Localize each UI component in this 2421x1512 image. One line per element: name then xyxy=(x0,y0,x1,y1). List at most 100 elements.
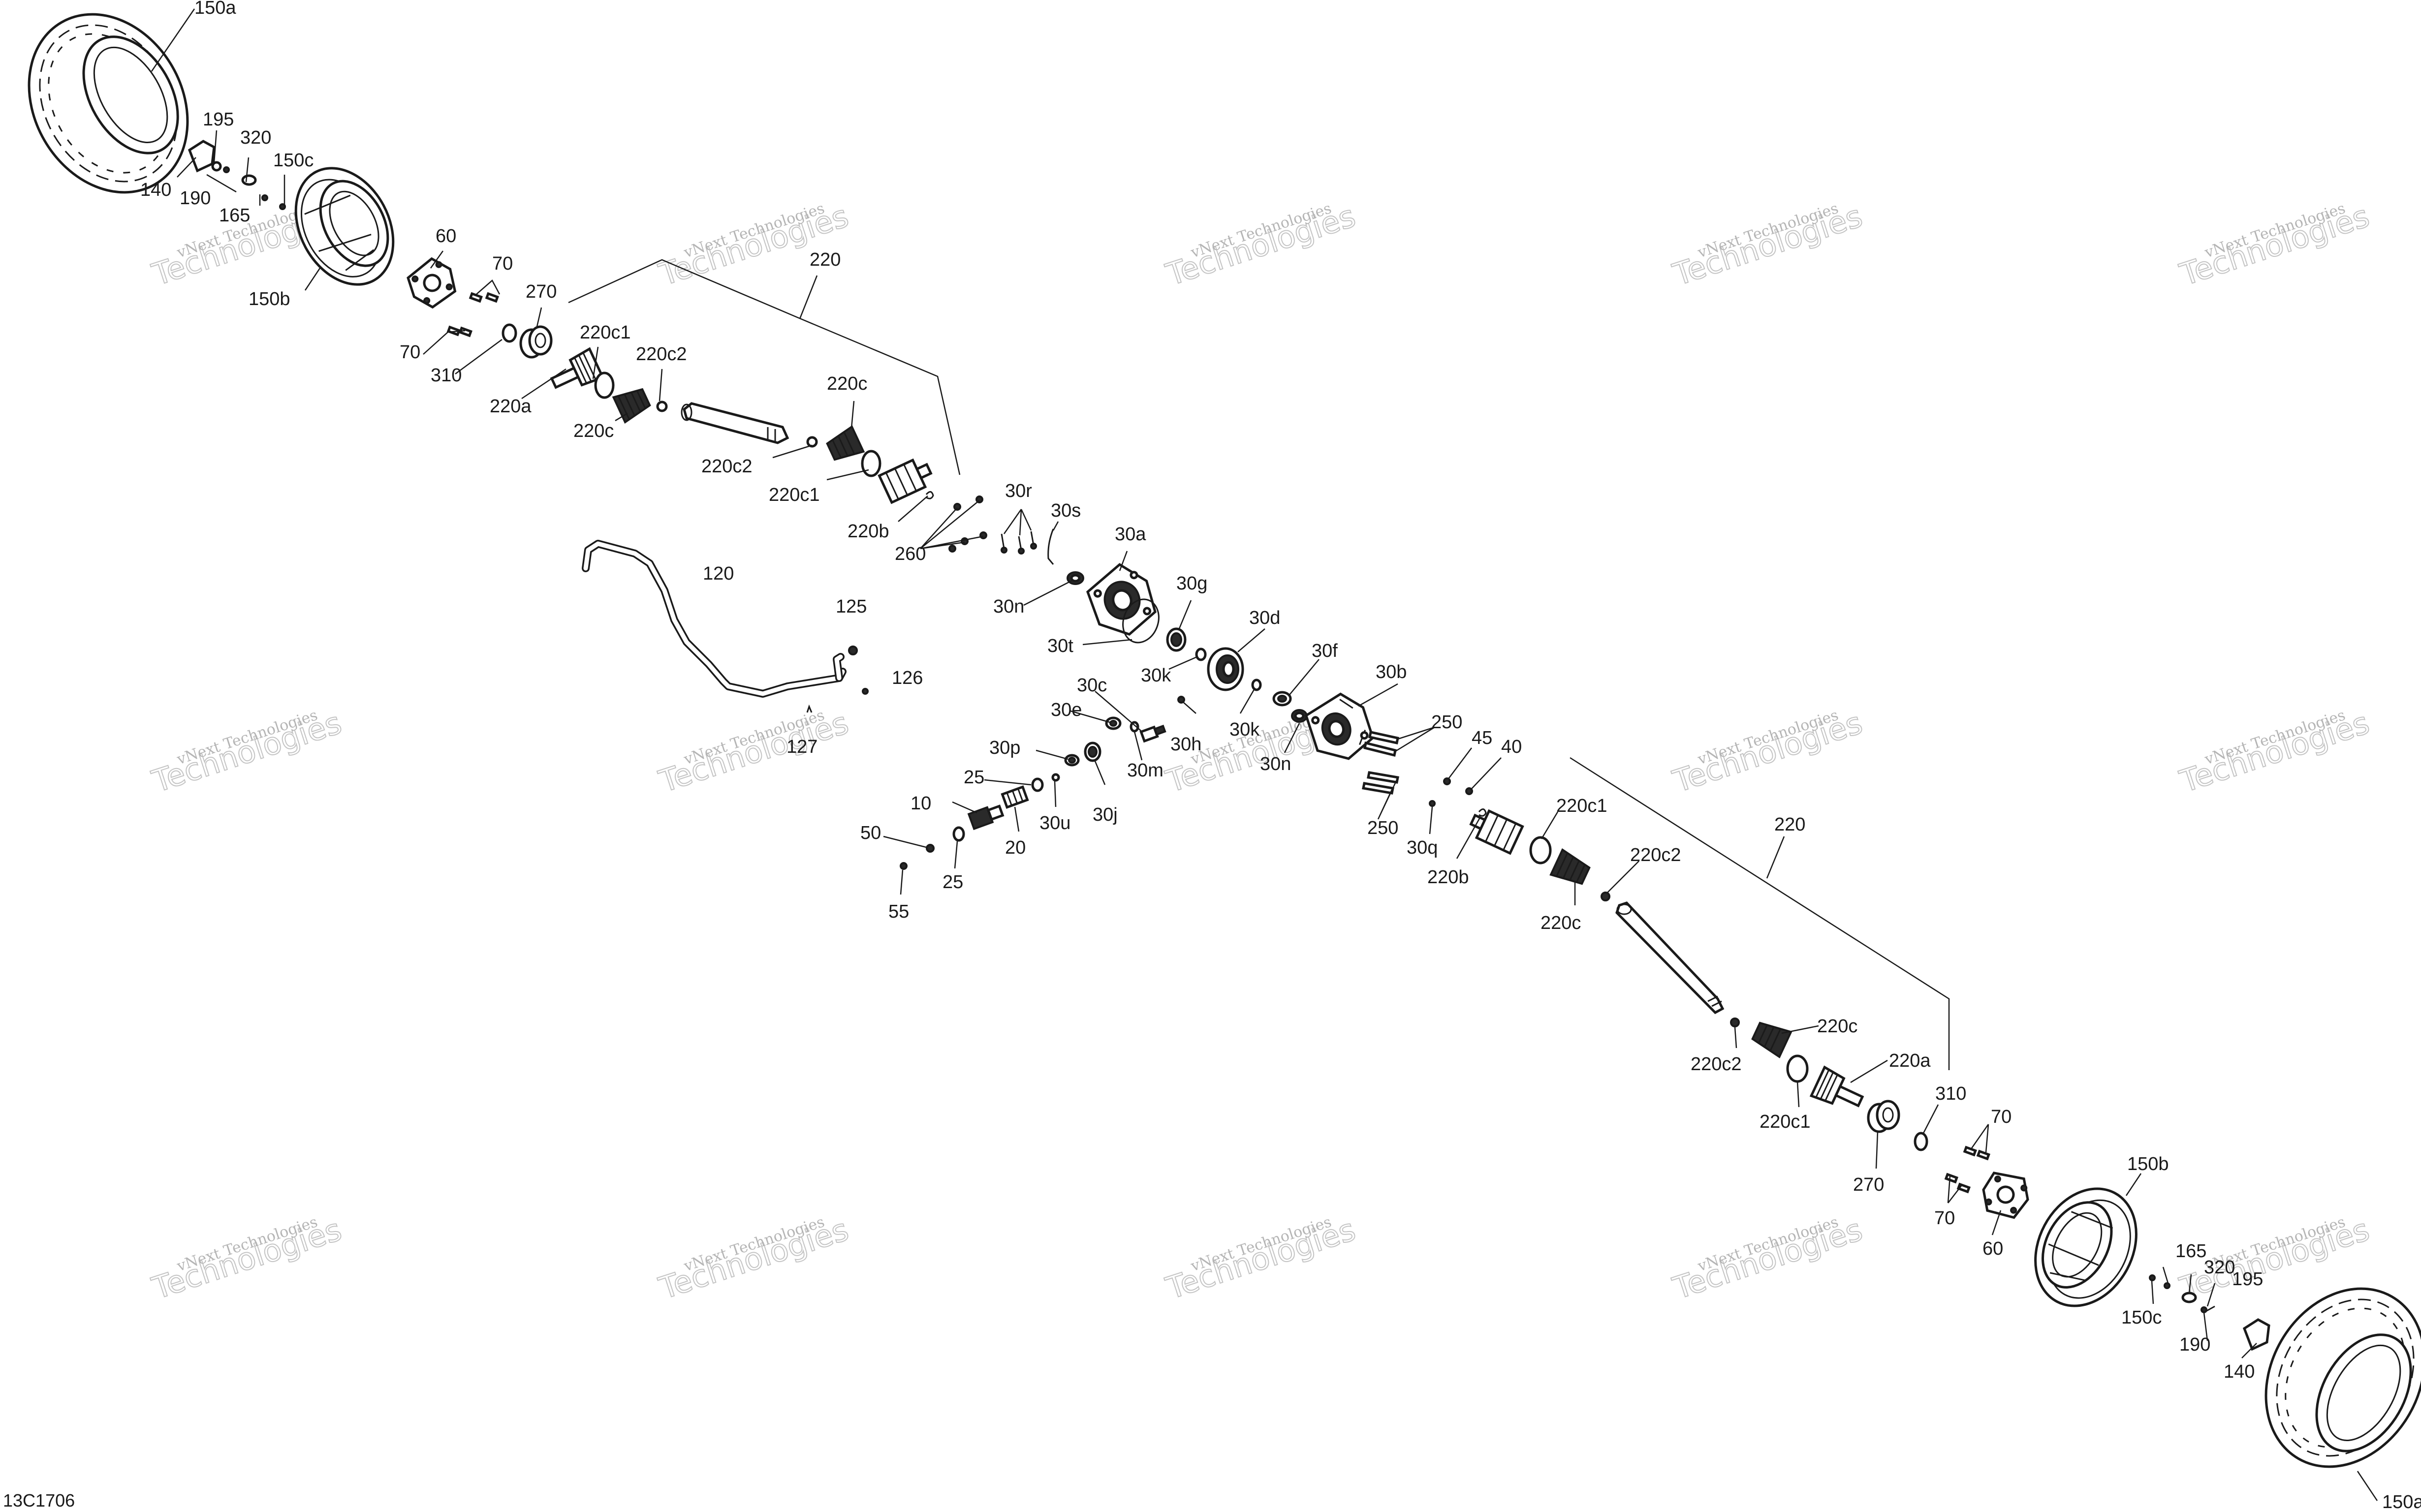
label-150b: 150b xyxy=(249,289,290,309)
differential-assembly xyxy=(900,495,1473,870)
label-30c: 30c xyxy=(1077,675,1107,696)
label-30q: 30q xyxy=(1407,837,1438,858)
clip-icon xyxy=(806,704,813,713)
label-25: 25 xyxy=(943,872,963,893)
label-40: 40 xyxy=(1501,737,1522,757)
label-310: 310 xyxy=(1935,1083,1966,1104)
bearing-icon xyxy=(1064,754,1080,767)
label-140: 140 xyxy=(140,180,171,200)
label-220c1: 220c1 xyxy=(580,322,631,343)
differential-housing-icon xyxy=(1304,692,1375,760)
label-270: 270 xyxy=(526,281,557,302)
washer-icon xyxy=(1272,691,1292,707)
label-195: 195 xyxy=(203,109,234,130)
label-30m: 30m xyxy=(1127,760,1163,781)
valve-cap-icon xyxy=(188,140,286,210)
nut-icon xyxy=(1177,696,1185,704)
label-30p: 30p xyxy=(989,738,1020,758)
tire-icon xyxy=(2264,1287,2421,1468)
diagram-code: 13C1706 xyxy=(3,1490,75,1511)
boot-clamp-icon xyxy=(1786,1054,1809,1083)
nut-icon xyxy=(1443,777,1451,785)
label-60: 60 xyxy=(436,226,456,247)
washer-icon xyxy=(1105,716,1122,730)
label-30u: 30u xyxy=(1039,813,1070,833)
label-45: 45 xyxy=(1472,728,1492,748)
label-320: 320 xyxy=(2204,1257,2235,1278)
label-220c: 220c xyxy=(827,373,867,394)
boot-clamp-icon xyxy=(861,450,881,477)
part-labels: 150a 195 320 140 190 165 150c 150b 60 70… xyxy=(140,0,2421,1512)
bolt-icon xyxy=(1362,731,1399,795)
label-30k: 30k xyxy=(1141,665,1171,686)
label-70: 70 xyxy=(492,253,513,274)
wheel-stud-icon xyxy=(446,292,499,338)
label-30s: 30s xyxy=(1051,500,1081,521)
cv-joint-icon xyxy=(878,458,933,504)
retaining-ring-icon xyxy=(1251,679,1262,691)
label-150b: 150b xyxy=(2127,1154,2169,1174)
cv-boot-icon xyxy=(612,388,651,424)
leader-lines xyxy=(151,8,2378,1501)
screw-icon xyxy=(1139,724,1166,743)
label-260: 260 xyxy=(895,544,926,564)
label-190: 190 xyxy=(2179,1334,2210,1355)
o-ring-icon xyxy=(1122,598,1160,644)
snap-ring-icon xyxy=(1478,808,1487,817)
label-30j: 30j xyxy=(1093,804,1118,825)
rim-icon xyxy=(294,167,395,286)
cv-joint-icon xyxy=(1809,1065,1864,1108)
vent-tube-icon xyxy=(582,540,869,713)
label-220c2: 220c2 xyxy=(701,456,753,477)
washer-icon xyxy=(1465,787,1473,795)
retaining-ring-icon xyxy=(1195,648,1207,661)
snap-ring-icon xyxy=(925,491,934,499)
label-50: 50 xyxy=(860,823,881,843)
tire-icon xyxy=(28,13,189,194)
pin-icon xyxy=(1001,531,1037,555)
drive-shaft-icon xyxy=(1615,901,1725,1015)
watermark: Technologies vNext Technologies xyxy=(654,1211,853,1307)
label-30g: 30g xyxy=(1176,573,1207,594)
valve-cap-icon xyxy=(2149,1274,2270,1351)
boot-clamp-small-icon xyxy=(1730,1018,1740,1027)
label-30a: 30a xyxy=(1115,524,1146,545)
pinion-gear-icon xyxy=(967,804,1005,831)
label-220b: 220b xyxy=(848,521,889,542)
bearing-icon xyxy=(1867,1100,1900,1133)
watermark: Technologies vNext Technologies xyxy=(147,1211,346,1307)
bearing-icon xyxy=(1084,741,1101,762)
boot-clamp-icon xyxy=(594,371,615,399)
label-60: 60 xyxy=(1982,1238,2003,1259)
label-310: 310 xyxy=(431,365,462,386)
spring-icon xyxy=(1047,528,1054,565)
wheel-hub-icon xyxy=(1982,1172,2029,1219)
label-165: 165 xyxy=(219,205,250,226)
pin-icon xyxy=(1429,800,1436,807)
watermark: Technologies vNext Technologies xyxy=(147,704,346,800)
label-220c1: 220c1 xyxy=(1760,1111,1811,1132)
rim-icon xyxy=(2034,1187,2138,1307)
retaining-ring-icon xyxy=(1130,721,1139,733)
clip-icon xyxy=(848,646,858,655)
boot-clamp-small-icon xyxy=(656,401,668,412)
label-220c: 220c xyxy=(573,421,614,441)
bottom-wheel-assembly xyxy=(1469,808,2421,1468)
seal-ring-icon xyxy=(1031,777,1044,792)
boot-clamp-small-icon xyxy=(806,436,818,448)
label-220a: 220a xyxy=(1889,1050,1931,1071)
label-220c2: 220c2 xyxy=(1630,845,1681,865)
label-220c1: 220c1 xyxy=(769,485,820,505)
retaining-ring-icon xyxy=(1914,1132,1928,1151)
label-220c: 220c xyxy=(1817,1016,1857,1037)
label-70: 70 xyxy=(400,342,420,363)
label-190: 190 xyxy=(180,188,211,209)
label-30f: 30f xyxy=(1312,641,1338,661)
label-220c2: 220c2 xyxy=(1691,1054,1742,1075)
cv-joint-icon xyxy=(1469,809,1524,855)
cv-boot-icon xyxy=(826,425,865,461)
label-220c: 220c xyxy=(1541,913,1581,933)
boot-clamp-small-icon xyxy=(1601,892,1610,901)
watermark: Technologies vNext Technologies xyxy=(654,197,853,293)
label-25: 25 xyxy=(964,767,984,788)
